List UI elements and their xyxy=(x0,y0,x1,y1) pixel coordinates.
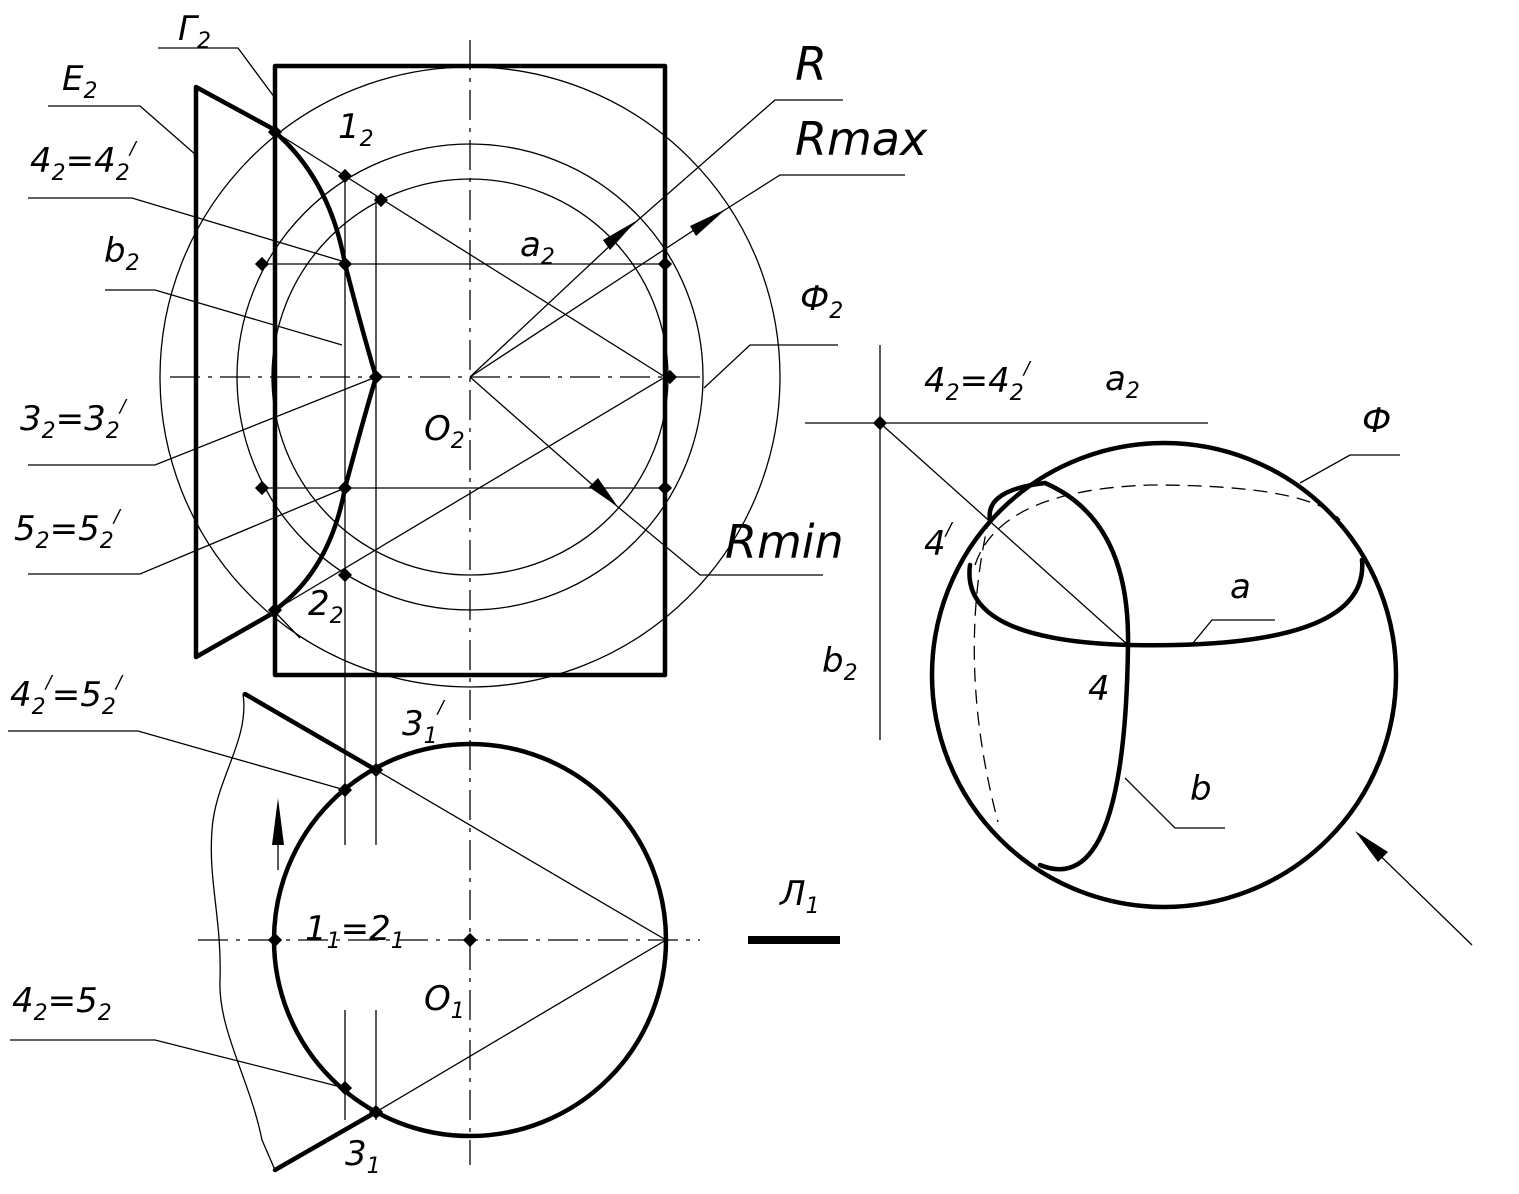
curve-b-top xyxy=(987,480,1048,523)
prism-e2-outline xyxy=(193,84,278,660)
label-right-4eq: 42=42/ xyxy=(924,358,1032,406)
label-b: b xyxy=(1190,769,1212,809)
radius-rmax-arrowhead xyxy=(690,209,726,236)
hidden-arc-left xyxy=(973,514,999,823)
point-4-right xyxy=(872,415,888,431)
label-phi: Ф xyxy=(1362,401,1391,441)
point-4-2 xyxy=(337,256,353,272)
line-2-to-3 xyxy=(274,376,666,611)
point-right-5 xyxy=(657,480,673,496)
point-left-5 xyxy=(254,480,270,496)
label-45prime: 42/=52/ xyxy=(10,672,124,720)
leader-e2 xyxy=(48,105,197,156)
leader-4eq xyxy=(28,197,346,263)
point-3-1 xyxy=(368,1104,384,1120)
sphere-circle-rmax xyxy=(236,143,704,611)
radius-rmin-arrowhead xyxy=(589,478,618,507)
leader-45prime xyxy=(8,730,346,791)
curve-a xyxy=(967,557,1365,648)
leader-2-2 xyxy=(274,611,301,639)
label-right-a2: a2 xyxy=(1105,359,1140,404)
label-rmax: Rmax xyxy=(795,112,928,166)
point-construction-b xyxy=(373,192,389,208)
label-1-1-eq: 11=21 xyxy=(305,909,405,954)
view-arrow-head xyxy=(272,798,284,845)
point-1-2 xyxy=(267,124,283,140)
radius-rmin-line xyxy=(469,376,613,503)
label-l1: Л1 xyxy=(778,874,820,919)
leader-b xyxy=(1124,777,1225,829)
diagonal-4 xyxy=(879,422,1129,646)
leader-phi2 xyxy=(703,344,838,389)
point-1-1 xyxy=(267,932,283,948)
leader-r xyxy=(629,99,843,228)
label-2-2: 22 xyxy=(308,584,344,629)
label-o1: O1 xyxy=(424,979,465,1024)
point-left-4 xyxy=(254,256,270,272)
sphere-phi xyxy=(929,440,1399,910)
small-arc-left xyxy=(271,344,276,411)
label-1-2: 12 xyxy=(338,107,374,152)
prism-edge-top xyxy=(242,691,379,773)
radius-r-arrowhead xyxy=(603,221,636,250)
label-phi2: Ф2 xyxy=(800,279,843,324)
front-view: Г2 E2 12 42=42/ b2 a2 32=32/ O2 52=52/ 2… xyxy=(14,9,928,1165)
construction-line-bottom xyxy=(375,939,667,1113)
pictorial-view: 42=42/ a2 b2 Ф 4/ 4 a b xyxy=(805,345,1473,946)
point-3-1-prime xyxy=(368,762,384,778)
leader-rmin xyxy=(611,501,823,576)
line-1-to-3 xyxy=(274,131,666,378)
top-view: 42/=52/ 31/ 11=21 O1 Л1 42=52 31 xyxy=(8,672,840,1179)
label-4: 4 xyxy=(1088,669,1110,709)
point-4-5 xyxy=(337,1080,353,1096)
label-g2: Г2 xyxy=(178,9,211,54)
point-3-2 xyxy=(368,369,384,385)
label-e2: E2 xyxy=(62,59,97,104)
intersection-curve xyxy=(272,129,379,613)
leader-phi xyxy=(1299,454,1400,484)
leader-b2 xyxy=(105,289,343,346)
leader-45 xyxy=(10,1039,346,1089)
label-4eq: 42=42/ xyxy=(30,138,138,186)
label-3-1: 31 xyxy=(345,1134,381,1179)
label-4-prime: 4/ xyxy=(924,519,954,564)
radius-rmax-line xyxy=(469,212,721,378)
label-a: a xyxy=(1230,567,1251,607)
front-points xyxy=(254,124,678,618)
label-right-b2: b2 xyxy=(822,641,858,686)
label-rmin: Rmin xyxy=(725,515,844,569)
leader-g2 xyxy=(158,47,276,99)
label-b2: b2 xyxy=(104,231,140,276)
point-right-3 xyxy=(662,369,678,385)
leader-a xyxy=(1192,619,1275,644)
break-line xyxy=(210,693,276,1171)
point-2-2 xyxy=(267,602,283,618)
label-3eq: 32=32/ xyxy=(20,396,128,444)
label-r: R xyxy=(795,37,827,91)
label-5eq: 52=52/ xyxy=(14,506,122,554)
curve-b xyxy=(1037,480,1131,872)
leader-3eq xyxy=(28,376,377,466)
point-5-2 xyxy=(337,480,353,496)
label-45: 42=52 xyxy=(12,981,112,1026)
point-4-5-prime xyxy=(337,782,353,798)
leader-rmax xyxy=(719,174,905,214)
hidden-arc-top xyxy=(974,484,1341,566)
label-o2: O2 xyxy=(424,409,465,454)
prism-edge-bottom xyxy=(272,1109,379,1173)
point-construction-c xyxy=(337,567,353,583)
view-arrow-right-head xyxy=(1355,831,1388,862)
point-construction-a xyxy=(337,168,353,184)
point-o1 xyxy=(462,932,478,948)
leader-5eq xyxy=(28,487,346,575)
construction-line-top xyxy=(375,769,667,941)
label-3-1-prime: 31/ xyxy=(402,697,446,749)
radius-r-line xyxy=(469,226,631,378)
point-right-4 xyxy=(657,256,673,272)
label-a2: a2 xyxy=(520,225,555,270)
